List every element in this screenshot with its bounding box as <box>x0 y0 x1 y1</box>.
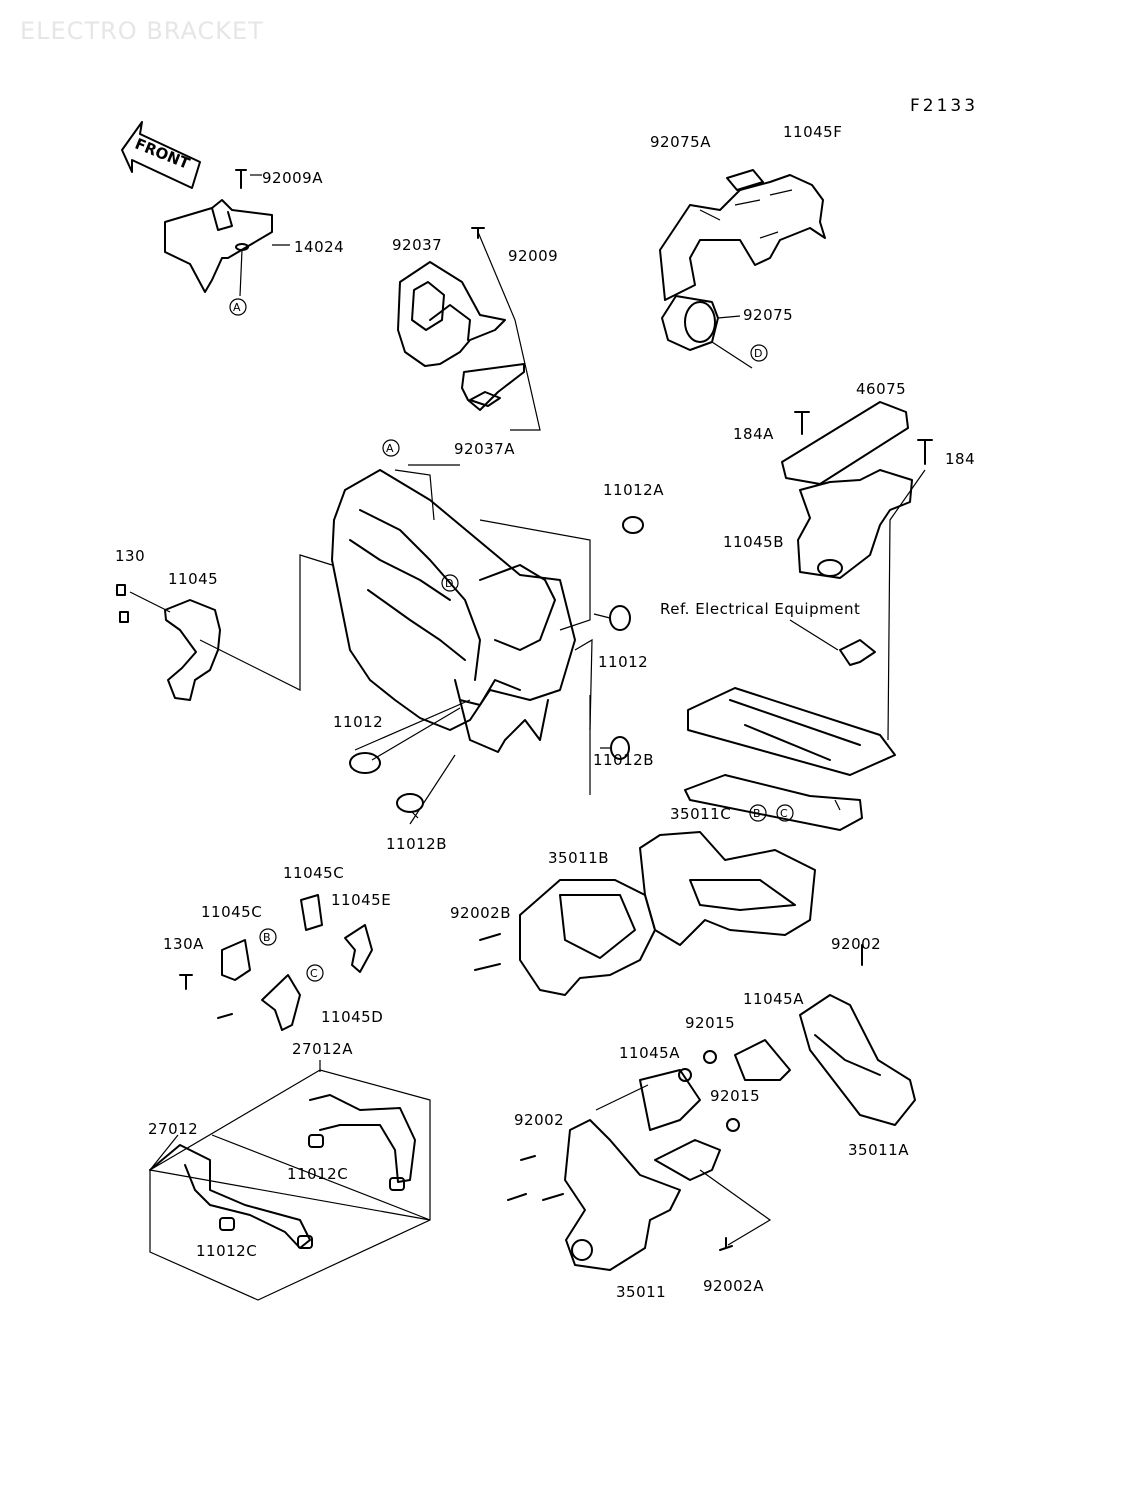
electrical-tray <box>684 619 896 831</box>
figure-code: F2133 <box>910 96 979 116</box>
label-92075: 92075 <box>743 306 794 324</box>
part-14024-cover <box>164 169 290 297</box>
part-92037-box <box>397 227 541 431</box>
marker-a-frame: A <box>386 442 394 455</box>
grommets-11012 <box>349 516 644 825</box>
label-184: 184 <box>945 450 976 468</box>
front-arrow-label: FRONT <box>132 135 193 173</box>
ref-note: Ref. Electrical Equipment <box>660 600 861 618</box>
label-92002-right: 92002 <box>831 935 882 953</box>
label-11045A-left: 11045A <box>619 1044 680 1062</box>
marker-b-bracket: B <box>263 931 271 944</box>
label-11012-right: 11012 <box>598 653 649 671</box>
part-35011C-plate <box>639 831 816 946</box>
label-11045B: 11045B <box>723 533 785 551</box>
label-11045C: 11045C <box>201 903 263 921</box>
label-35011C: 35011C <box>670 805 732 823</box>
front-arrow-icon: FRONT <box>121 121 201 189</box>
part-11045B-bracket <box>781 401 933 741</box>
part-27012-pipes <box>149 1060 431 1301</box>
label-92015-top: 92015 <box>685 1014 736 1032</box>
label-130A: 130A <box>163 935 204 953</box>
marker-c-tray: C <box>780 807 788 820</box>
label-92075A: 92075A <box>650 133 711 151</box>
label-11012B-right: 11012B <box>593 751 655 769</box>
label-11045E: 11045E <box>331 891 392 909</box>
label-35011B: 35011B <box>548 849 610 867</box>
marker-b-tray: B <box>753 807 761 820</box>
marker-d-top: D <box>754 347 762 360</box>
label-27012: 27012 <box>148 1120 199 1138</box>
label-92002B: 92002B <box>450 904 512 922</box>
label-92002-left: 92002 <box>514 1111 565 1129</box>
label-11012C-right: 11012C <box>287 1165 349 1183</box>
part-35011A-footrest <box>799 944 916 1126</box>
label-35011A: 35011A <box>848 1141 909 1159</box>
label-92015: 92015 <box>710 1087 761 1105</box>
label-11012-left: 11012 <box>333 713 384 731</box>
part-11045-bracket <box>116 584 221 701</box>
label-11045D: 11045D <box>321 1008 384 1026</box>
marker-a-top: A <box>233 301 241 314</box>
label-92037A: 92037A <box>454 440 515 458</box>
label-184A: 184A <box>733 425 774 443</box>
label-92002A: 92002A <box>703 1277 764 1295</box>
label-11045A-right: 11045A <box>743 990 804 1008</box>
small-brackets <box>179 894 373 1031</box>
marker-d-frame: D <box>445 577 453 590</box>
reference-markers: A A D D B C B C <box>229 298 794 982</box>
label-130: 130 <box>115 547 146 565</box>
label-14024: 14024 <box>294 238 345 256</box>
label-11045F: 11045F <box>783 123 843 141</box>
label-35011: 35011 <box>616 1283 667 1301</box>
label-92009A: 92009A <box>262 169 323 187</box>
leader-lines <box>595 1084 772 1251</box>
label-27012A: 27012A <box>292 1040 353 1058</box>
label-11012B-bottom: 11012B <box>386 835 448 853</box>
label-92037: 92037 <box>392 236 443 254</box>
label-92009: 92009 <box>508 247 559 265</box>
label-11012C-left: 11012C <box>196 1242 258 1260</box>
marker-c-bracket: C <box>310 967 318 980</box>
part-11045F-bracket <box>659 169 826 369</box>
label-11012A: 11012A <box>603 481 664 499</box>
main-frame <box>199 464 593 753</box>
label-46075: 46075 <box>856 380 907 398</box>
label-11045: 11045 <box>168 570 219 588</box>
part-35011B-plate <box>474 879 656 996</box>
label-11045C-top: 11045C <box>283 864 345 882</box>
page-title: ELECTRO BRACKET <box>20 17 264 45</box>
part-35011-footrest <box>507 1039 791 1271</box>
